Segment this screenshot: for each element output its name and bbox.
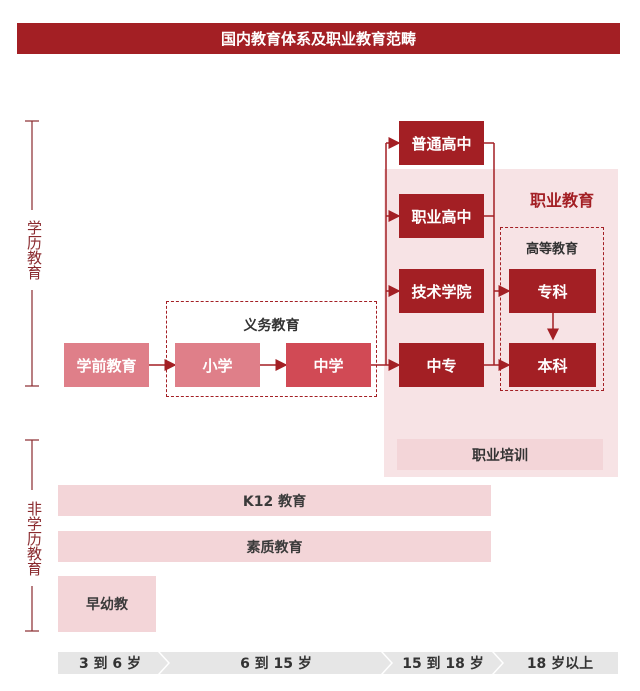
node-primary: 小学 [175,343,260,387]
node-vocational-high: 职业高中 [399,194,484,238]
bar-k12: K12 教育 [58,485,491,516]
bar-quality: 素质教育 [58,531,491,562]
side-label-academic: 学历教育 [22,210,43,290]
timeline-segment: 15 到 18 岁 [402,656,484,672]
higher-group [500,227,604,391]
timeline-segment: 18 岁以上 [526,656,594,672]
title-banner: 国内教育体系及职业教育范畴 [17,23,620,54]
vocational-group-label: 职业教育 [529,191,594,210]
timeline-segment: 3 到 6 岁 [78,656,142,672]
node-preschool: 学前教育 [64,343,149,387]
compulsory-group-label: 义务教育 [243,318,300,334]
timeline-segment: 6 到 15 岁 [240,656,312,672]
node-junior-college: 专科 [509,269,596,313]
side-label-non-academic: 非学历教育 [22,490,43,586]
higher-group-label: 高等教育 [525,242,578,257]
node-vocational-training: 职业培训 [397,439,603,470]
node-secondary-vocational: 中专 [399,343,484,387]
node-undergraduate: 本科 [509,343,596,387]
compulsory-group [166,301,377,397]
node-technical-college: 技术学院 [399,269,484,313]
node-general-high: 普通高中 [399,121,484,165]
node-middle: 中学 [286,343,371,387]
bar-early: 早幼教 [58,576,156,632]
page-title: 国内教育体系及职业教育范畴 [220,30,416,48]
